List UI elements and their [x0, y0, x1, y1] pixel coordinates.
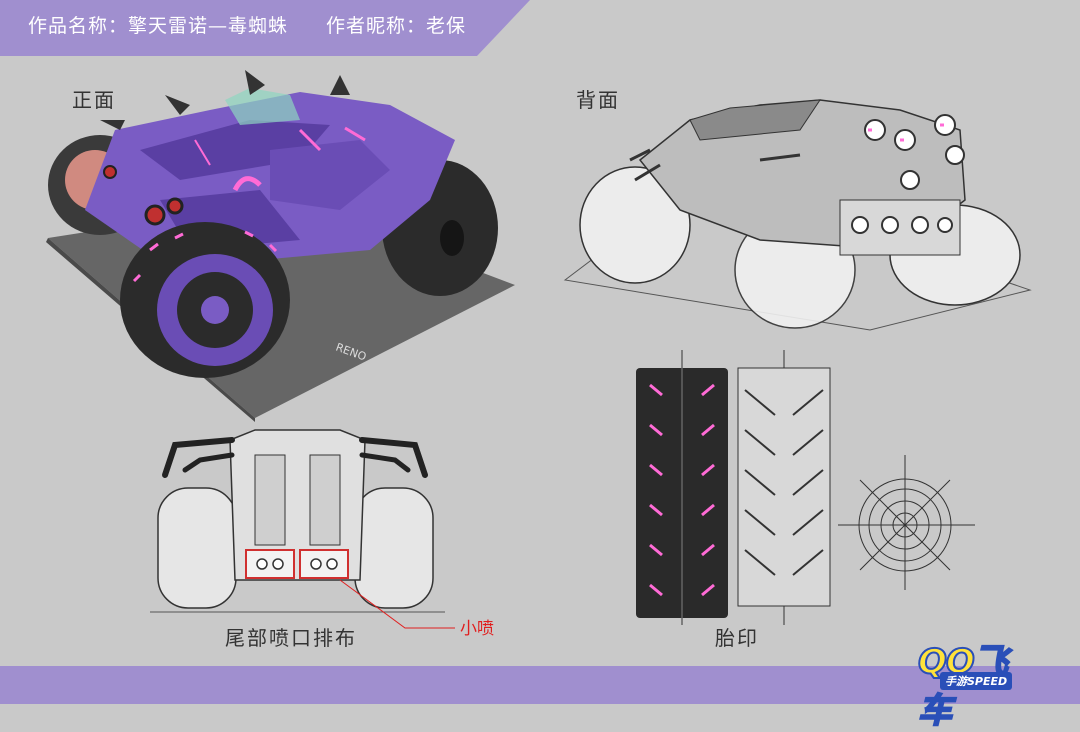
spider-web-icon	[838, 455, 975, 590]
rear-nozzle-diagram	[150, 429, 455, 629]
back-view-car	[563, 99, 1032, 331]
front-view-car: RENO	[46, 70, 515, 422]
tire-print-label: 胎印	[715, 626, 759, 650]
concept-art: RENO	[46, 70, 1032, 629]
work-name: 作品名称：擎天雷诺—毒蜘蛛	[28, 15, 289, 37]
header-band	[0, 0, 530, 56]
tire-print-diagram	[636, 350, 975, 625]
logo-sub-text: 手游SPEED	[940, 672, 1013, 690]
footer-band	[0, 666, 1080, 704]
front-view-label: 正面	[72, 88, 116, 112]
small-spray-callout: 小喷	[460, 619, 494, 639]
rear-nozzle-label: 尾部喷口排布	[225, 626, 357, 650]
game-logo: QQ飞车 手游SPEED	[917, 634, 1038, 732]
author-name: 作者昵称：老保	[326, 15, 467, 37]
back-view-label: 背面	[576, 88, 620, 112]
